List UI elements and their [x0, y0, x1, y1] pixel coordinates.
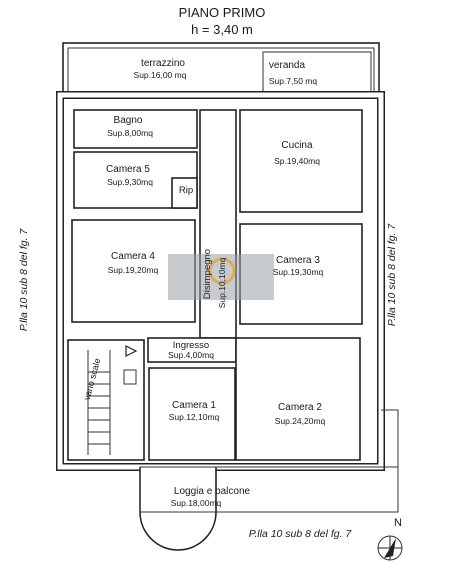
boundary-left-label: P.lla 10 sub 8 del fg. 7	[18, 228, 30, 332]
cucina-name: Cucina	[281, 140, 313, 151]
camera1-name: Camera 1	[172, 400, 216, 411]
boundary-right-label: P.lla 10 sub 8 del fg. 7	[386, 223, 398, 327]
camera2-area: Sup.24,20mq	[275, 416, 326, 426]
camera5-area: Sup.9,30mq	[107, 177, 153, 187]
ingresso-name: Ingresso	[173, 340, 209, 351]
bagno-name: Bagno	[114, 115, 143, 126]
watermark	[168, 254, 274, 300]
camera3-name: Camera 3	[276, 255, 320, 266]
terrace-outline	[62, 42, 380, 98]
bagno-walls	[73, 109, 198, 149]
cucina-area: Sp.19,40mq	[274, 156, 320, 166]
entrance-arrow-icon	[125, 345, 138, 357]
balcony-side-rail	[381, 409, 399, 512]
compass-north-label: N	[394, 517, 402, 529]
disimpegno-name: Disimpegno	[202, 249, 213, 299]
camera4-name: Camera 4	[111, 251, 155, 262]
disimpegno-area: Sup.10,10mq	[217, 257, 227, 308]
cucina-walls	[239, 109, 363, 213]
loggia-name: Loggia e balcone	[174, 486, 251, 497]
rip-name: Rip	[179, 185, 193, 196]
boundary-bottom-label: P.lla 10 sub 8 del fg. 7	[249, 528, 353, 540]
bagno-area: Sup.8,00mq	[107, 128, 153, 138]
ingresso-area: Sup.4,00mq	[168, 350, 214, 360]
camera1-area: Sup.12,10mq	[169, 412, 220, 422]
loggia-curved-balcony	[139, 467, 217, 551]
veranda-name: veranda	[269, 60, 306, 71]
plan-title: PIANO PRIMO	[179, 5, 266, 20]
ingresso-walls	[147, 337, 237, 363]
camera1-walls	[148, 367, 236, 461]
veranda-area: Sup.7,50 mq	[269, 76, 317, 86]
compass-icon	[377, 535, 403, 561]
plan-height: h = 3,40 m	[191, 22, 253, 37]
camera5-name: Camera 5	[106, 164, 150, 175]
stairwell	[67, 339, 145, 461]
camera3-area: Sup.19,30mq	[273, 267, 324, 277]
camera4-area: Sup.19,20mq	[108, 265, 159, 275]
terrazzino-name: terrazzino	[141, 58, 185, 69]
camera2-walls	[235, 337, 361, 461]
loggia-area: Sup.18,00mq	[171, 498, 222, 508]
terrazzino-area: Sup.16,00 mq	[134, 70, 187, 80]
rip-walls	[171, 177, 198, 209]
watermark-logo-icon	[208, 257, 236, 285]
camera2-name: Camera 2	[278, 402, 322, 413]
